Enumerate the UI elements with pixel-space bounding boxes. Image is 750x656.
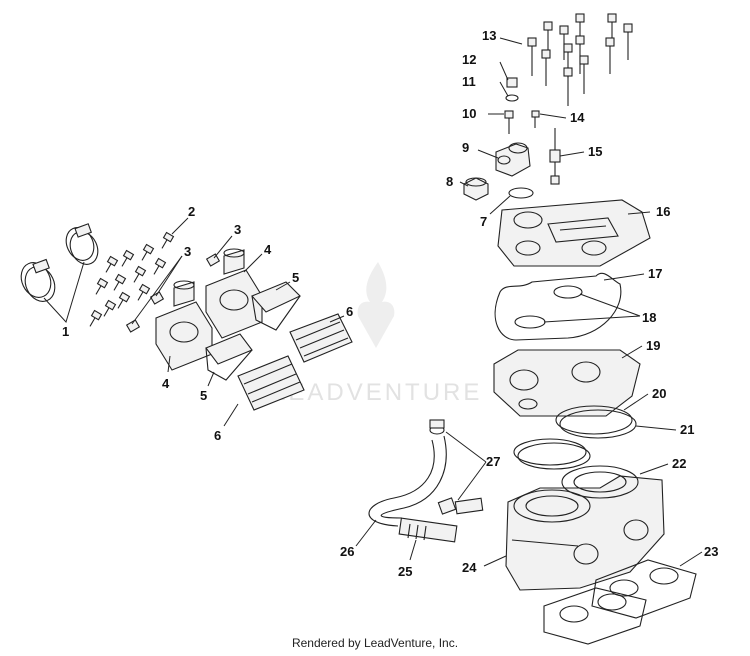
flame-logo-icon [357, 262, 395, 348]
callout-2: 2 [188, 204, 195, 219]
watermark-text: LEADVENTURE [272, 379, 482, 406]
callout-18: 18 [642, 310, 656, 325]
reed-valve-housing [155, 280, 213, 371]
callout-3: 3 [184, 244, 191, 259]
screw [531, 110, 540, 128]
reed-valve-housing [205, 248, 263, 339]
base-gasket [543, 587, 647, 645]
callout-5: 5 [292, 270, 299, 285]
callout-3: 3 [234, 222, 241, 237]
callout-20: 20 [652, 386, 666, 401]
base-gasket [591, 559, 697, 619]
callout-9: 9 [462, 140, 469, 155]
o-ring [514, 315, 546, 329]
callout-5: 5 [200, 388, 207, 403]
hose-clamp [437, 497, 457, 515]
reed-cage [205, 333, 253, 381]
render-credit: Rendered by LeadVenture, Inc. [291, 636, 459, 650]
watermark: LEADVENTURE [272, 262, 482, 406]
bolt [504, 110, 514, 134]
cylinder [505, 465, 665, 591]
leader-line [43, 261, 85, 323]
bolt-set [89, 231, 175, 327]
washer [505, 94, 519, 102]
reed-block [237, 355, 305, 411]
callout-13: 13 [482, 28, 496, 43]
callout-16: 16 [656, 204, 670, 219]
callout-11: 11 [462, 74, 476, 89]
o-ring [513, 438, 587, 466]
callout-6: 6 [214, 428, 221, 443]
o-ring [559, 409, 637, 439]
callout-25: 25 [398, 564, 412, 579]
o-ring [555, 405, 633, 435]
o-ring [508, 187, 534, 199]
callout-6: 6 [346, 304, 353, 319]
fitting [463, 177, 489, 201]
callout-4: 4 [264, 242, 272, 257]
hose-clamp [65, 223, 99, 265]
callout-26: 26 [340, 544, 354, 559]
head-bolt-set [527, 13, 633, 106]
callout-24: 24 [462, 560, 477, 575]
hose-fitting [398, 517, 458, 543]
callout-17: 17 [648, 266, 662, 281]
reed-block [289, 313, 353, 363]
callout-15: 15 [588, 144, 602, 159]
callout-14: 14 [570, 110, 585, 125]
water-outlet-housing [495, 142, 531, 177]
temperature-sensor [549, 128, 561, 185]
callout-22: 22 [672, 456, 686, 471]
reed-cage [251, 281, 301, 331]
callout-19: 19 [646, 338, 660, 353]
head-cover [493, 349, 641, 417]
fitting [125, 253, 221, 333]
bypass-hose [368, 435, 447, 527]
o-ring [553, 285, 583, 299]
callouts: 1 2 3 3 4 4 5 5 6 6 7 8 9 10 11 12 13 14… [62, 28, 718, 579]
hose-fitting [454, 497, 484, 515]
hose-clamp [429, 419, 445, 435]
callout-7: 7 [480, 214, 487, 229]
callout-8: 8 [446, 174, 453, 189]
callout-27: 27 [486, 454, 500, 469]
callout-1: 1 [62, 324, 69, 339]
callout-4: 4 [162, 376, 170, 391]
callout-23: 23 [704, 544, 718, 559]
cylinder-head [497, 199, 651, 267]
callout-12: 12 [462, 52, 476, 67]
head-gasket [494, 272, 622, 341]
o-ring [517, 442, 591, 470]
hose-clamp [20, 258, 56, 302]
nut [506, 77, 518, 88]
callout-21: 21 [680, 422, 694, 437]
callout-10: 10 [462, 106, 476, 121]
leader-lines [131, 37, 703, 567]
